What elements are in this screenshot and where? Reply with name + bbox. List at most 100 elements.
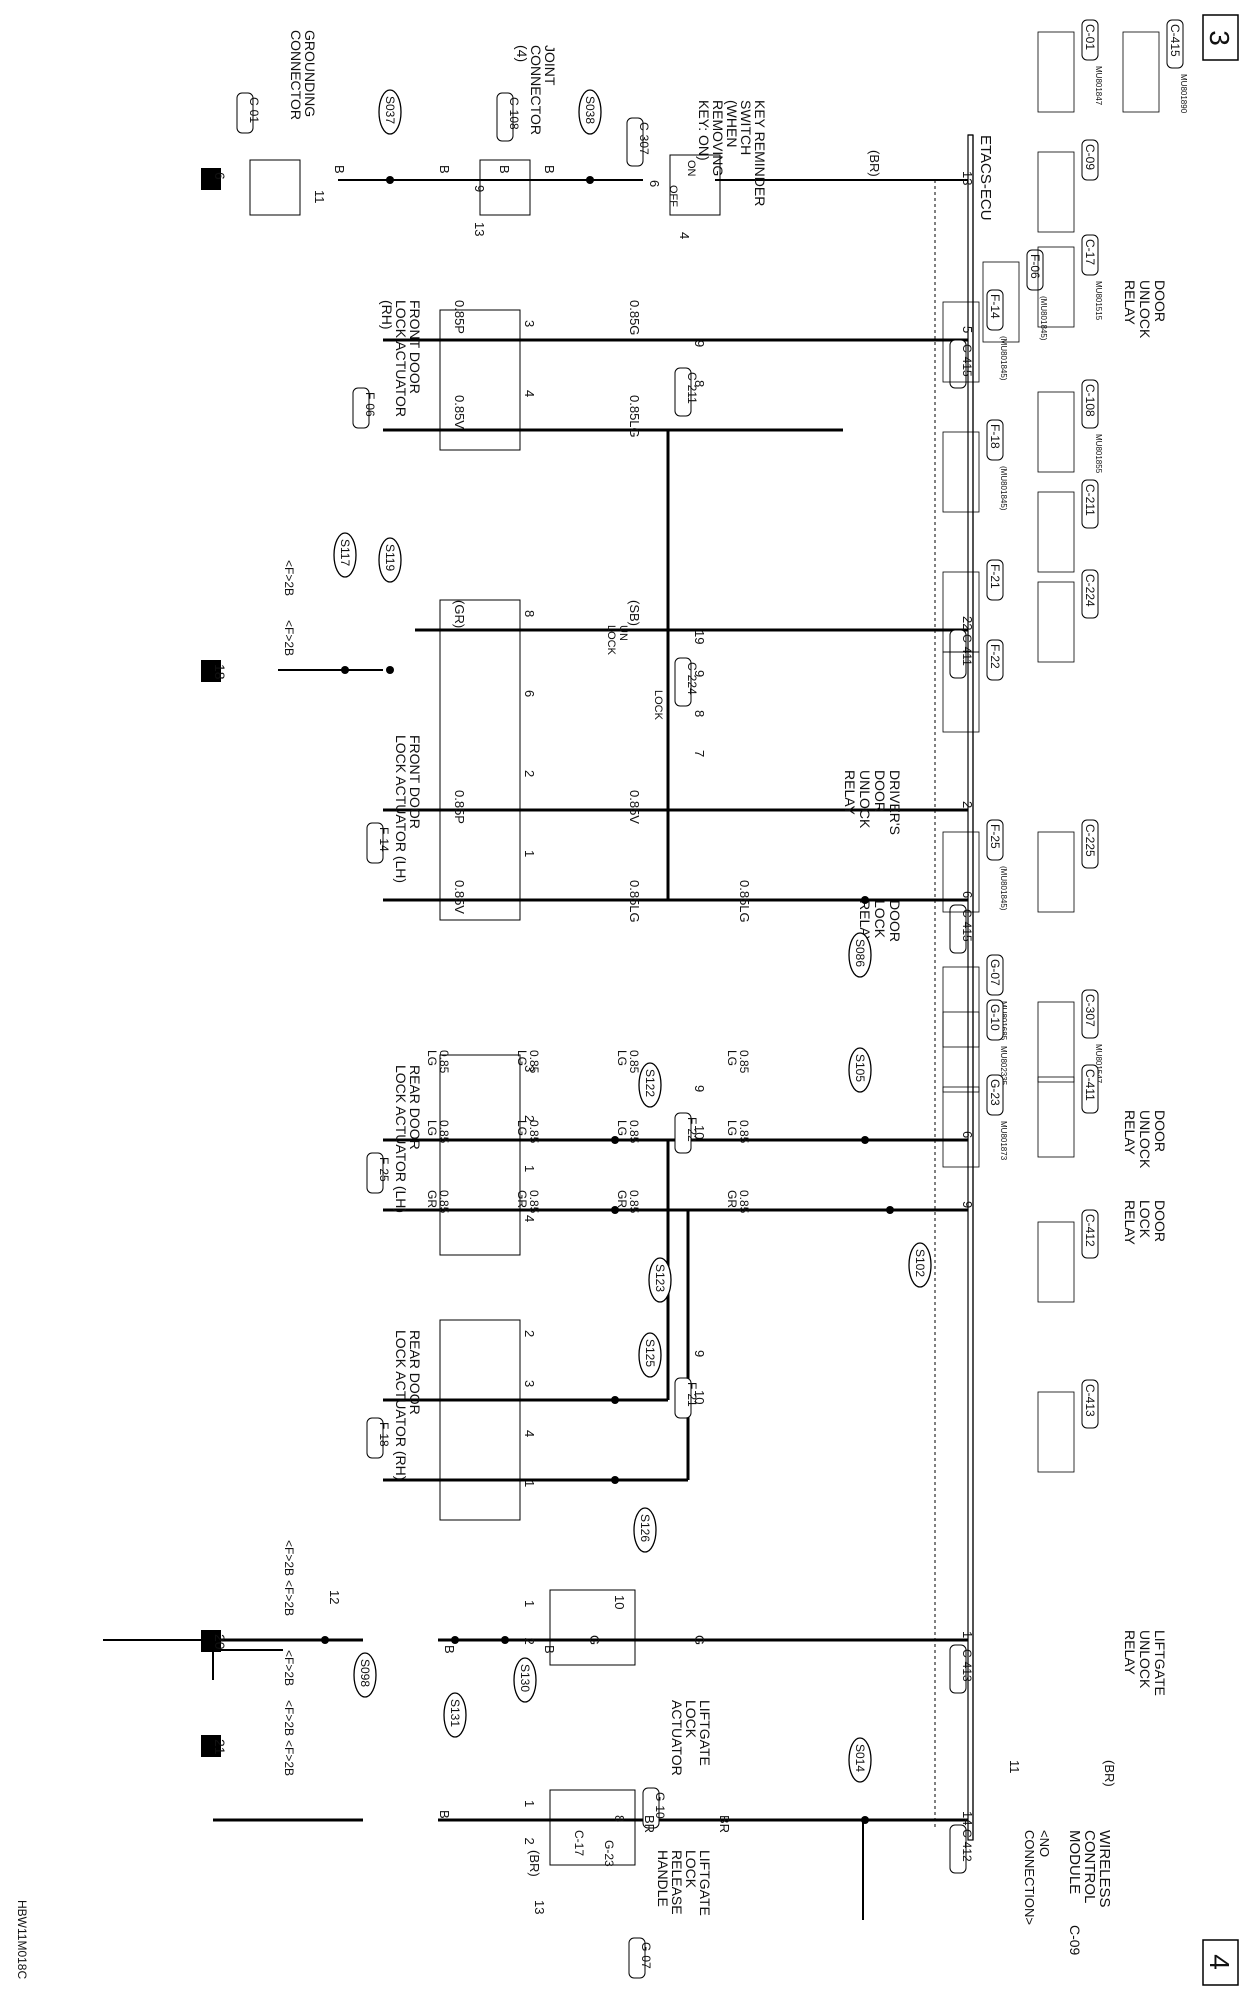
- misc-lift12: 12: [327, 1590, 342, 1604]
- splice-s130: [513, 1657, 537, 1703]
- joint-label-1: CONNECTOR: [528, 45, 544, 135]
- ground-label-1: CONNECTOR: [288, 30, 304, 120]
- wc-br1: BR: [717, 1815, 732, 1833]
- actuator-3-pin-3: 1: [522, 1480, 537, 1487]
- splice-s123: [648, 1257, 672, 1303]
- junction-dot: [611, 1396, 619, 1404]
- wireless-module-line-1: CONTROL: [1081, 1830, 1098, 1903]
- connector-index-part: (MU801845): [1039, 296, 1048, 341]
- connector-pin-grid: [942, 966, 980, 1048]
- connector-pin-grid: [942, 831, 980, 913]
- wc-sb: (SB): [627, 600, 642, 626]
- actuator-5-label-1: LOCK: [683, 1850, 699, 1889]
- actuator-1-pin-0: 8: [522, 610, 537, 617]
- actuator-2-pin-2: 1: [522, 1165, 537, 1172]
- misc-g23: G-23: [602, 1840, 616, 1867]
- connector-index-label: C-413: [1083, 1384, 1097, 1417]
- relay-4-label-2: RELAY: [1122, 1200, 1138, 1246]
- wireless-wire: (BR): [1102, 1760, 1117, 1787]
- actuator-4-pin-0: 1: [522, 1600, 537, 1607]
- splice-s125-label: S125: [643, 1339, 657, 1367]
- wc-p2: 0.85P: [452, 790, 467, 824]
- actuator-1-mid-conn: C-224: [685, 662, 699, 695]
- ground-box: [249, 159, 301, 216]
- splice-s130-label: S130: [518, 1664, 532, 1692]
- splice-s105-label: S105: [853, 1054, 867, 1082]
- splice-s037: [378, 89, 402, 135]
- key-switch-box: [669, 154, 721, 216]
- wc-p: 0.85P: [452, 300, 467, 334]
- actuator-5-label-2: RELEASE: [669, 1850, 685, 1915]
- connector-pin-grid: [1037, 1391, 1075, 1473]
- actuator-3-conn: F-18: [377, 1422, 391, 1447]
- wc-rear-lg-b-7: LG: [425, 1120, 439, 1136]
- actuator-1-conn: F-14: [377, 827, 391, 852]
- lock-switch-unlock2: LOCK: [605, 625, 617, 656]
- splice-s117-label: S117: [338, 539, 352, 566]
- connector-pin-grid: [1037, 581, 1075, 663]
- ground-pin: 11: [312, 190, 327, 204]
- connector-index-label: G-23: [988, 1079, 1002, 1106]
- connector-pin-grid: [1037, 31, 1075, 113]
- wc-lg4: 0.85LG: [627, 880, 642, 923]
- connector-index-label: F-18: [988, 424, 1002, 449]
- wc-b6: B: [442, 1645, 457, 1654]
- junction-dot: [611, 1476, 619, 1484]
- key-switch-label-1: SWITCH: [738, 100, 754, 155]
- ground-num-0: 6: [212, 172, 228, 180]
- connector-index-label: C-412: [1083, 1214, 1097, 1247]
- wc-rear-lg-b-0: LG: [725, 1050, 739, 1066]
- splice-s117: [333, 532, 357, 578]
- misc-lift10: 10: [612, 1595, 627, 1609]
- relay-3-label-1: UNLOCK: [1137, 1110, 1153, 1169]
- wc-b7: B: [437, 1810, 452, 1819]
- connector-index-label: G-10: [988, 1004, 1002, 1031]
- relay-0-label-1: UNLOCK: [1137, 280, 1153, 339]
- wireless-module-note-0: <NO: [1037, 1830, 1052, 1857]
- connector-index-part: (MU801845): [999, 866, 1008, 911]
- ecu-pin-0: 13: [960, 171, 975, 185]
- ground-tag-2: <F>2B: [282, 1650, 296, 1686]
- joint-pin-top: 9: [472, 185, 487, 192]
- connector-index-part: MU801847: [1094, 66, 1103, 106]
- connector-index-label: C-108: [1083, 384, 1097, 417]
- joint-pin-bottom: 13: [472, 222, 487, 236]
- wc-rear-gr-b-2: GR: [515, 1190, 529, 1208]
- splice-s086: [848, 932, 872, 978]
- ground-tag-4: <F>2B: [282, 1540, 296, 1576]
- ground-tag-1: <F>2B: [282, 560, 296, 596]
- wc-rear-gr-b-3: GR: [425, 1190, 439, 1208]
- page-number-top: 3: [1204, 30, 1235, 46]
- wc-rear-lg-1: 0.85: [627, 1050, 641, 1074]
- junction-dot: [611, 1136, 619, 1144]
- connector-pin-grid: [1037, 151, 1075, 233]
- splice-s122: [638, 1062, 662, 1108]
- relay-2-label-1: LOCK: [872, 900, 888, 939]
- ground-tag-5: <F>2B: [282, 1700, 296, 1736]
- wc-b5: B: [542, 1645, 557, 1654]
- splice-s119: [378, 537, 402, 583]
- lock-switch-lock: LOCK: [652, 690, 664, 721]
- splice-s123-label: S123: [653, 1264, 667, 1292]
- misc-g23pin: 8: [612, 1815, 627, 1822]
- ecu-pin-8: 14: [960, 1811, 975, 1825]
- junction-dot: [341, 666, 349, 674]
- ecu-pin-2: 22: [960, 616, 975, 630]
- connector-pin-grid: [982, 261, 1020, 343]
- actuator-3-pin-0: 2: [522, 1330, 537, 1337]
- wc-b3: B: [437, 165, 452, 174]
- ecu-pin-4: 6: [960, 891, 975, 898]
- wc-gr: (GR): [452, 600, 467, 628]
- key-switch-label-2: (WHEN: [724, 100, 740, 147]
- key-switch-wire: (BR): [867, 150, 882, 177]
- actuator-2-midpin-1: 10: [692, 1125, 707, 1139]
- connector-index-label: C-224: [1083, 574, 1097, 607]
- junction-dot: [501, 1636, 509, 1644]
- wc-g: 0.85G: [627, 300, 642, 335]
- wc-rear-gr-b-0: GR: [725, 1190, 739, 1208]
- relay-4-label-0: DOOR: [1152, 1200, 1168, 1242]
- actuator-1-label-0: FRONT DOOR: [407, 735, 423, 829]
- actuator-1-midpin-2: 8: [692, 710, 707, 717]
- actuator-2-midpin-0: 9: [692, 1085, 707, 1092]
